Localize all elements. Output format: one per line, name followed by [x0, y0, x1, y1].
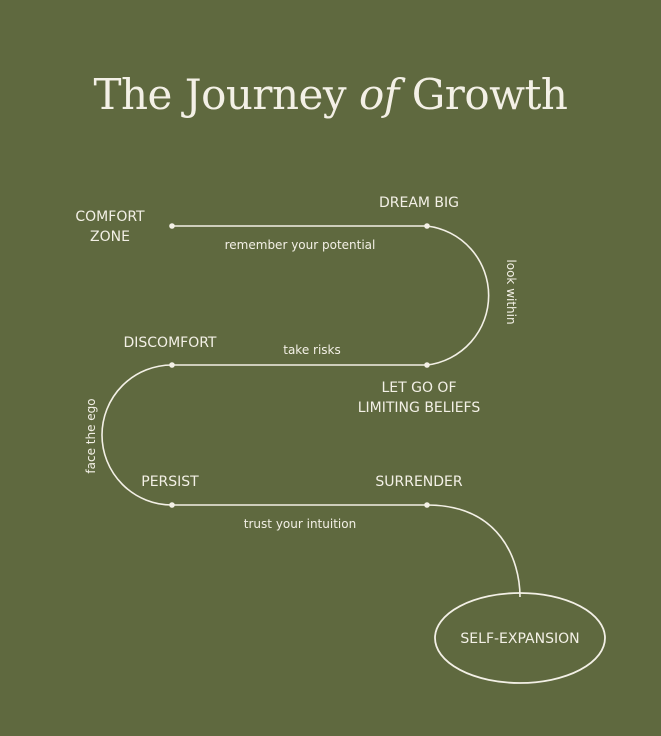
note-remember-your-potential: remember your potential [224, 238, 376, 252]
stage-dream-big: DREAM BIG [378, 195, 460, 211]
stage-comfort-zone-line1: COMFORT [75, 209, 145, 225]
node-persist [169, 502, 175, 508]
stage-self-expansion: SELF-EXPANSION [460, 631, 580, 647]
node-surrender [424, 502, 430, 508]
node-dream-big [424, 223, 430, 229]
note-trust-your-intuition: trust your intuition [243, 517, 357, 531]
title-part-of: of [359, 70, 399, 119]
node-let-go [424, 362, 430, 368]
note-take-risks: take risks [283, 343, 341, 357]
title-part-growth: Growth [398, 70, 568, 119]
stage-comfort-zone: COMFORT ZONE [60, 207, 160, 247]
note-look-within: look within [504, 259, 518, 324]
stage-surrender: SURRENDER [375, 474, 463, 490]
stage-persist: PERSIST [141, 474, 199, 490]
self-expansion-oval [434, 592, 606, 684]
stage-let-go-line2: LIMITING BELIEFS [357, 400, 481, 416]
note-face-the-ego: face the ego [84, 398, 98, 473]
stage-let-go: LET GO OF LIMITING BELIEFS [339, 378, 499, 418]
stage-let-go-line1: LET GO OF [381, 380, 457, 396]
title-part-journey: The Journey [93, 70, 359, 119]
stage-comfort-zone-line2: ZONE [90, 229, 130, 245]
stage-discomfort: DISCOMFORT [123, 335, 217, 351]
page-title: The Journey of Growth [0, 70, 661, 119]
node-comfort-zone [169, 223, 175, 229]
node-discomfort [169, 362, 175, 368]
